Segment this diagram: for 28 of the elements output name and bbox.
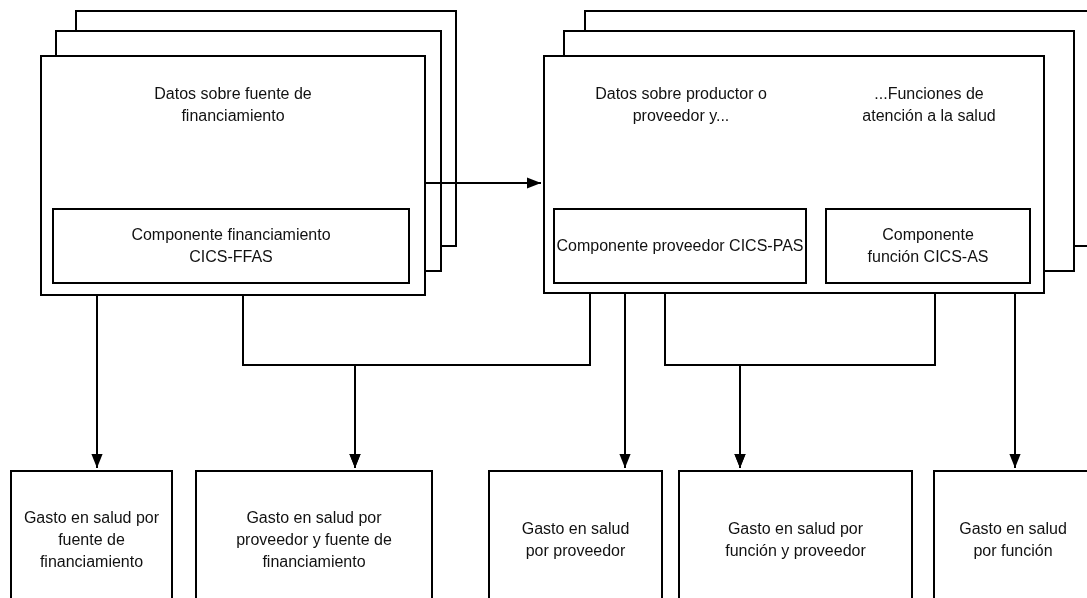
arrow xyxy=(91,295,103,469)
box-label: Componente función CICS-AS xyxy=(866,225,990,267)
component-box xyxy=(825,208,1031,284)
source-card xyxy=(40,55,426,296)
source-card xyxy=(543,55,819,294)
box-label: Componente proveedor CICS-PAS xyxy=(556,236,804,256)
result-box xyxy=(488,470,663,598)
arrow xyxy=(1009,293,1021,469)
arrow xyxy=(349,293,591,469)
result-box xyxy=(195,470,433,598)
arrow xyxy=(619,293,631,469)
box-label: Gasto en salud por proveedor xyxy=(520,519,631,561)
box-label: Gasto en salud por proveedor y fuente de financiamiento xyxy=(235,508,393,572)
result-box xyxy=(933,470,1087,598)
box-label: Gasto en salud por función xyxy=(958,519,1068,561)
result-box xyxy=(678,470,913,598)
box-label: Componente financiamiento CICS-FFAS xyxy=(130,225,332,267)
component-box xyxy=(553,208,807,284)
box-label: Gasto en salud por fuente de financiamiento xyxy=(22,508,161,572)
card-title: Datos sobre fuente de financiamiento xyxy=(153,84,313,126)
card-title: ...Funciones de atención a la salud xyxy=(861,84,997,126)
arrow xyxy=(734,293,936,469)
source-card xyxy=(817,55,1045,294)
card-title: Datos sobre productor o proveedor y... xyxy=(594,84,768,126)
component-box xyxy=(52,208,410,284)
box-label: Gasto en salud por función y proveedor xyxy=(724,519,867,561)
result-box xyxy=(10,470,173,598)
arrow xyxy=(425,177,542,189)
